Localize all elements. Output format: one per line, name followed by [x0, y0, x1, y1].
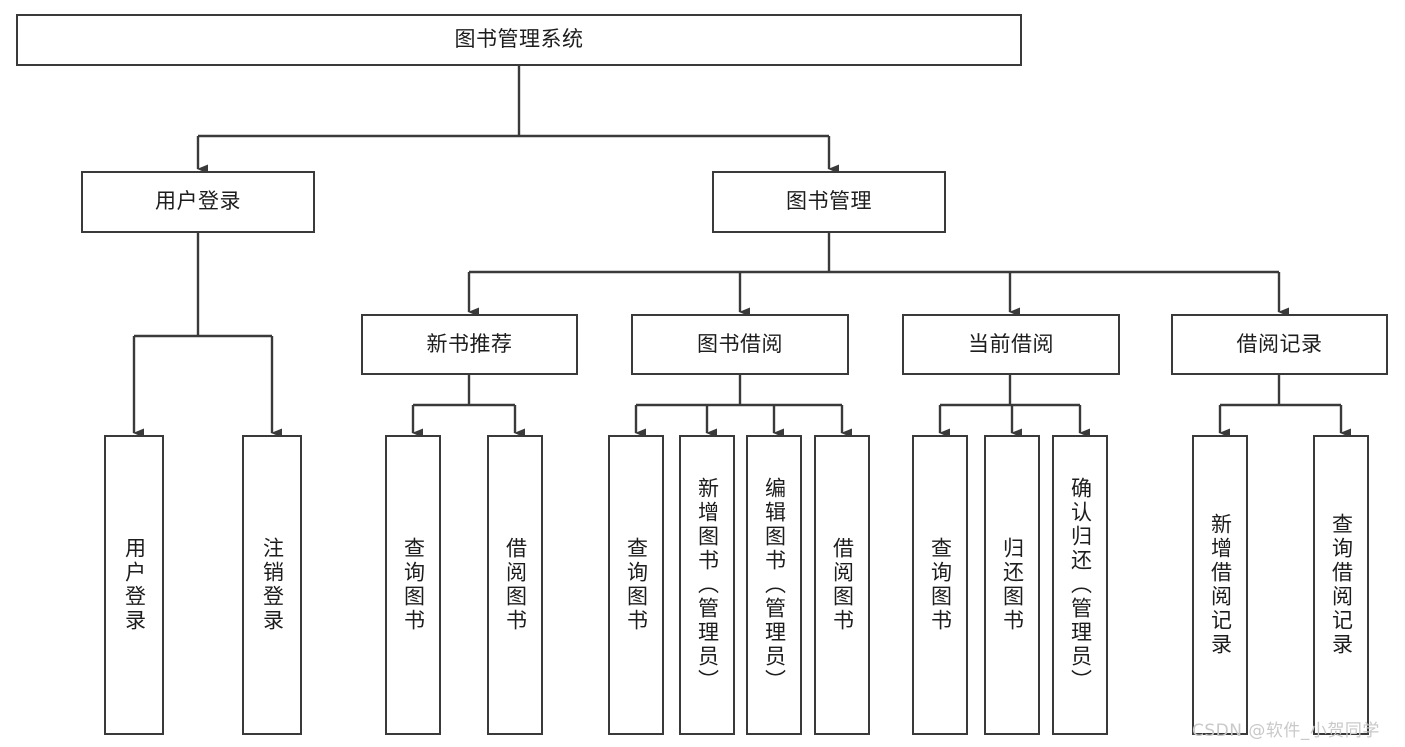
node-borrow-record[interactable]: 借阅记录 [1171, 314, 1388, 375]
node-root[interactable]: 图书管理系统 [16, 14, 1022, 66]
leaf-query-book-borrow-label: 查询图书 [624, 537, 649, 633]
leaf-add-book-admin[interactable]: 新增图书（管理员） [679, 435, 735, 735]
leaf-add-borrow-record[interactable]: 新增借阅记录 [1192, 435, 1248, 735]
leaf-query-book-cur[interactable]: 查询图书 [912, 435, 968, 735]
node-borrow-record-label: 借阅记录 [1236, 331, 1323, 356]
leaf-query-borrow-record[interactable]: 查询借阅记录 [1313, 435, 1369, 735]
leaf-borrow-book-rec-label: 借阅图书 [503, 537, 528, 633]
node-new-book-recommend[interactable]: 新书推荐 [361, 314, 578, 375]
node-current-borrow[interactable]: 当前借阅 [902, 314, 1120, 375]
leaf-user-logout[interactable]: 注销登录 [242, 435, 302, 735]
leaf-edit-book-admin-label: 编辑图书（管理员） [762, 477, 787, 693]
leaf-return-book-label: 归还图书 [1000, 537, 1025, 633]
leaf-query-book-borrow[interactable]: 查询图书 [608, 435, 664, 735]
node-book-borrow-label: 图书借阅 [697, 331, 783, 356]
leaf-borrow-book-rec[interactable]: 借阅图书 [487, 435, 543, 735]
leaf-query-borrow-record-label: 查询借阅记录 [1329, 513, 1354, 657]
node-book-management-label: 图书管理 [786, 189, 872, 214]
leaf-query-book-cur-label: 查询图书 [928, 537, 953, 633]
leaf-return-book[interactable]: 归还图书 [984, 435, 1040, 735]
leaf-add-book-admin-label: 新增图书（管理员） [695, 477, 720, 693]
node-current-borrow-label: 当前借阅 [968, 331, 1054, 356]
leaf-add-borrow-record-label: 新增借阅记录 [1208, 513, 1233, 657]
leaf-user-login-label: 用户登录 [122, 537, 147, 633]
node-book-management[interactable]: 图书管理 [712, 171, 946, 233]
leaf-user-login[interactable]: 用户登录 [104, 435, 164, 735]
leaf-query-book-rec[interactable]: 查询图书 [385, 435, 441, 735]
csdn-watermark: CSDN @软件_小贺同学 [1192, 721, 1380, 741]
leaf-confirm-return-admin-label: 确认归还（管理员） [1068, 477, 1093, 693]
leaf-borrow-book[interactable]: 借阅图书 [814, 435, 870, 735]
node-user-login[interactable]: 用户登录 [81, 171, 315, 233]
node-user-login-label: 用户登录 [155, 189, 241, 214]
leaf-borrow-book-label: 借阅图书 [830, 537, 855, 633]
leaf-confirm-return-admin[interactable]: 确认归还（管理员） [1052, 435, 1108, 735]
leaf-query-book-rec-label: 查询图书 [401, 537, 426, 633]
leaf-user-logout-label: 注销登录 [260, 537, 285, 633]
node-book-borrow[interactable]: 图书借阅 [631, 314, 849, 375]
node-root-label: 图书管理系统 [454, 27, 584, 52]
leaf-edit-book-admin[interactable]: 编辑图书（管理员） [746, 435, 802, 735]
node-new-book-recommend-label: 新书推荐 [426, 331, 513, 356]
